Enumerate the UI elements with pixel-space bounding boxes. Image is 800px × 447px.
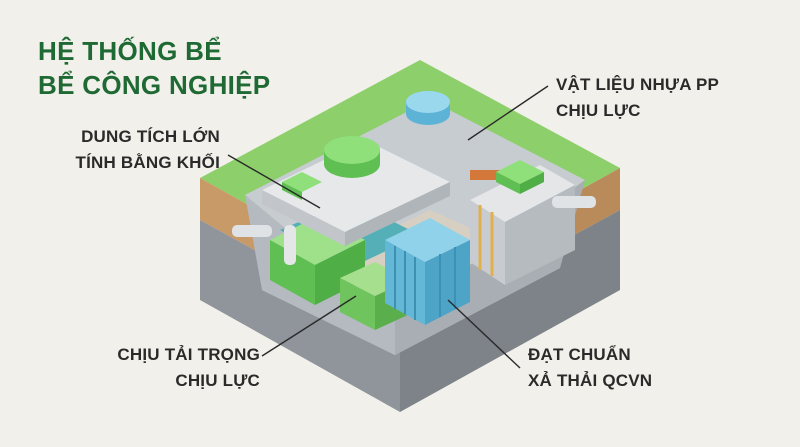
leader-load <box>261 295 357 357</box>
title-line-2: BỂ CÔNG NGHIỆP <box>38 70 271 100</box>
top-slab-front <box>262 190 345 246</box>
concrete-left-face <box>200 220 400 412</box>
pipe-left <box>232 225 272 237</box>
blue-tank-top <box>385 218 470 262</box>
leader-capacity <box>227 154 321 209</box>
callout-capacity-line-1: DUNG TÍCH LỚN <box>81 127 220 146</box>
callout-load-line-2: CHỊU LỰC <box>175 371 260 390</box>
blue-tank-side <box>425 240 470 325</box>
green-tank-left-side <box>315 240 365 305</box>
callout-standard-line-2: XẢ THẢI QCVN <box>528 371 653 390</box>
top-slab-side <box>345 182 450 246</box>
callout-material: VẬT LIỆU NHỰA PP CHỊU LỰC <box>556 72 719 124</box>
leader-material <box>467 85 549 141</box>
callout-load-line-1: CHỊU TẢI TRỌNG <box>117 345 260 364</box>
top-slab <box>262 140 450 232</box>
callout-load: CHỊU TẢI TRỌNG CHỊU LỰC <box>117 342 260 394</box>
pipe-right <box>552 196 596 208</box>
green-tank-left-front <box>270 240 315 305</box>
green-box-front <box>340 278 375 330</box>
right-chamber <box>470 165 575 222</box>
callout-material-line-1: VẬT LIỆU NHỰA PP <box>556 75 720 94</box>
concrete-right-face <box>400 210 620 412</box>
right-chamber-side <box>505 185 575 285</box>
callout-standard: ĐẠT CHUẨN XẢ THẢI QCVN <box>528 342 652 394</box>
title-line-1: HỆ THỐNG BỂ <box>38 36 222 66</box>
callout-capacity-line-2: TÍNH BẰNG KHỐI <box>75 153 220 172</box>
callout-material-line-2: CHỊU LỰC <box>556 101 641 120</box>
callout-standard-line-1: ĐẠT CHUẨN <box>528 345 631 364</box>
pipe-vertical <box>284 225 296 265</box>
callout-capacity: DUNG TÍCH LỚN TÍNH BẰNG KHỐI <box>76 124 220 176</box>
leader-standard <box>447 299 521 369</box>
